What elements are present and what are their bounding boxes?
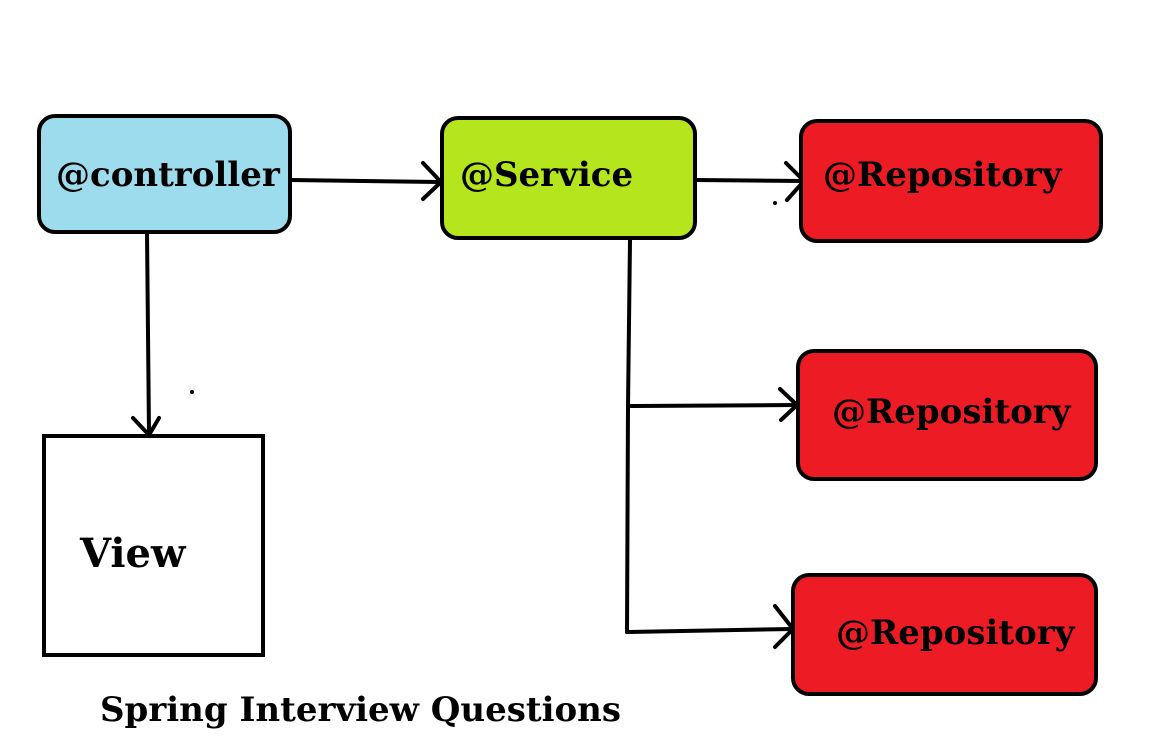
node-service: @Service [440, 116, 697, 240]
node-repository-2: @Repository [796, 349, 1098, 481]
node-view-box [42, 434, 265, 657]
edge-controller-service [288, 161, 443, 201]
node-repository-2-box [796, 349, 1098, 481]
edge-service-repository-3 [625, 604, 795, 649]
node-repository-3-label: @Repository [836, 613, 1076, 653]
stray-dot [190, 390, 194, 394]
node-repository-3-box [791, 573, 1098, 696]
node-repository-2-label: @Repository [832, 392, 1072, 432]
node-controller-box [37, 114, 292, 234]
edge-controller-view [131, 231, 161, 437]
edge-service-trunk [625, 238, 632, 634]
edge-service-repository-2 [626, 387, 799, 422]
edge-service-repository-1 [693, 161, 806, 202]
node-view-label: View [79, 530, 187, 577]
node-repository-1: @Repository [799, 119, 1103, 243]
node-repository-1-label: @Repository [823, 155, 1063, 195]
node-service-label: @Service [460, 155, 633, 195]
node-service-box [440, 116, 697, 240]
node-repository-3: @Repository [791, 573, 1098, 696]
stray-dot [773, 201, 777, 205]
node-repository-1-box [799, 119, 1103, 243]
node-view: View [42, 434, 265, 657]
diagram-caption: Spring Interview Questions [100, 690, 621, 730]
node-controller: @controller [37, 114, 292, 234]
node-controller-label: @controller [56, 155, 281, 195]
